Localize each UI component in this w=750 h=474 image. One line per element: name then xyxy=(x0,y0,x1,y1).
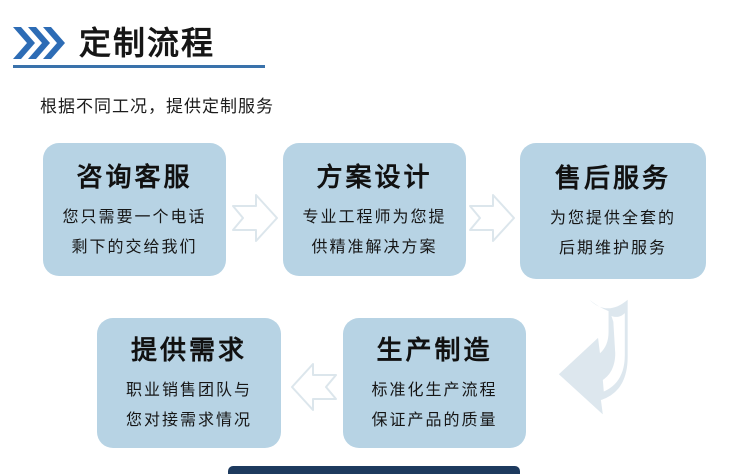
flow-step-aftersales: 售后服务 为您提供全套的 后期维护服务 xyxy=(520,143,706,279)
bent-arrow-icon xyxy=(558,299,628,415)
section-subtitle: 根据不同工况，提供定制服务 xyxy=(40,97,274,116)
flow-step-consult: 咨询客服 您只需要一个电话 剩下的交给我们 xyxy=(43,143,226,276)
flow-step-title: 提供需求 xyxy=(130,335,247,365)
flow-step-desc-line: 剩下的交给我们 xyxy=(71,238,198,256)
flow-step-title: 生产制造 xyxy=(376,335,493,365)
flow-step-desc-line: 您对接需求情况 xyxy=(125,412,252,429)
page-title: 定制流程 xyxy=(79,25,216,61)
flow-step-desc-line: 为您提供全套的 xyxy=(549,210,676,227)
title-underline xyxy=(13,65,265,68)
section-header: 定制流程 xyxy=(13,24,737,68)
section-divider-bar xyxy=(228,466,520,474)
chevron-right-arrow-icon xyxy=(232,194,278,242)
flow-step-title: 方案设计 xyxy=(316,161,433,192)
triple-chevron-icon xyxy=(13,27,65,59)
chevron-left-arrow-icon xyxy=(291,363,337,411)
flow-step-desc-line: 后期维护服务 xyxy=(558,240,667,257)
flow-step-requirements: 提供需求 职业销售团队与 您对接需求情况 xyxy=(97,318,281,448)
flow-step-design: 方案设计 专业工程师为您提 供精准解决方案 xyxy=(283,143,466,276)
chevron-right-arrow-icon xyxy=(469,194,515,242)
flow-step-title: 售后服务 xyxy=(554,163,671,193)
flow-step-desc-line: 供精准解决方案 xyxy=(311,238,438,256)
flow-step-title: 咨询客服 xyxy=(76,161,193,192)
flow-step-desc-line: 专业工程师为您提 xyxy=(302,208,447,226)
flow-step-desc-line: 职业销售团队与 xyxy=(125,382,252,399)
flow-step-desc-line: 您只需要一个电话 xyxy=(62,208,207,226)
flow-step-manufacturing: 生产制造 标准化生产流程 保证产品的质量 xyxy=(343,318,526,448)
flow-step-desc-line: 保证产品的质量 xyxy=(371,412,498,429)
flow-step-desc-line: 标准化生产流程 xyxy=(371,382,498,399)
